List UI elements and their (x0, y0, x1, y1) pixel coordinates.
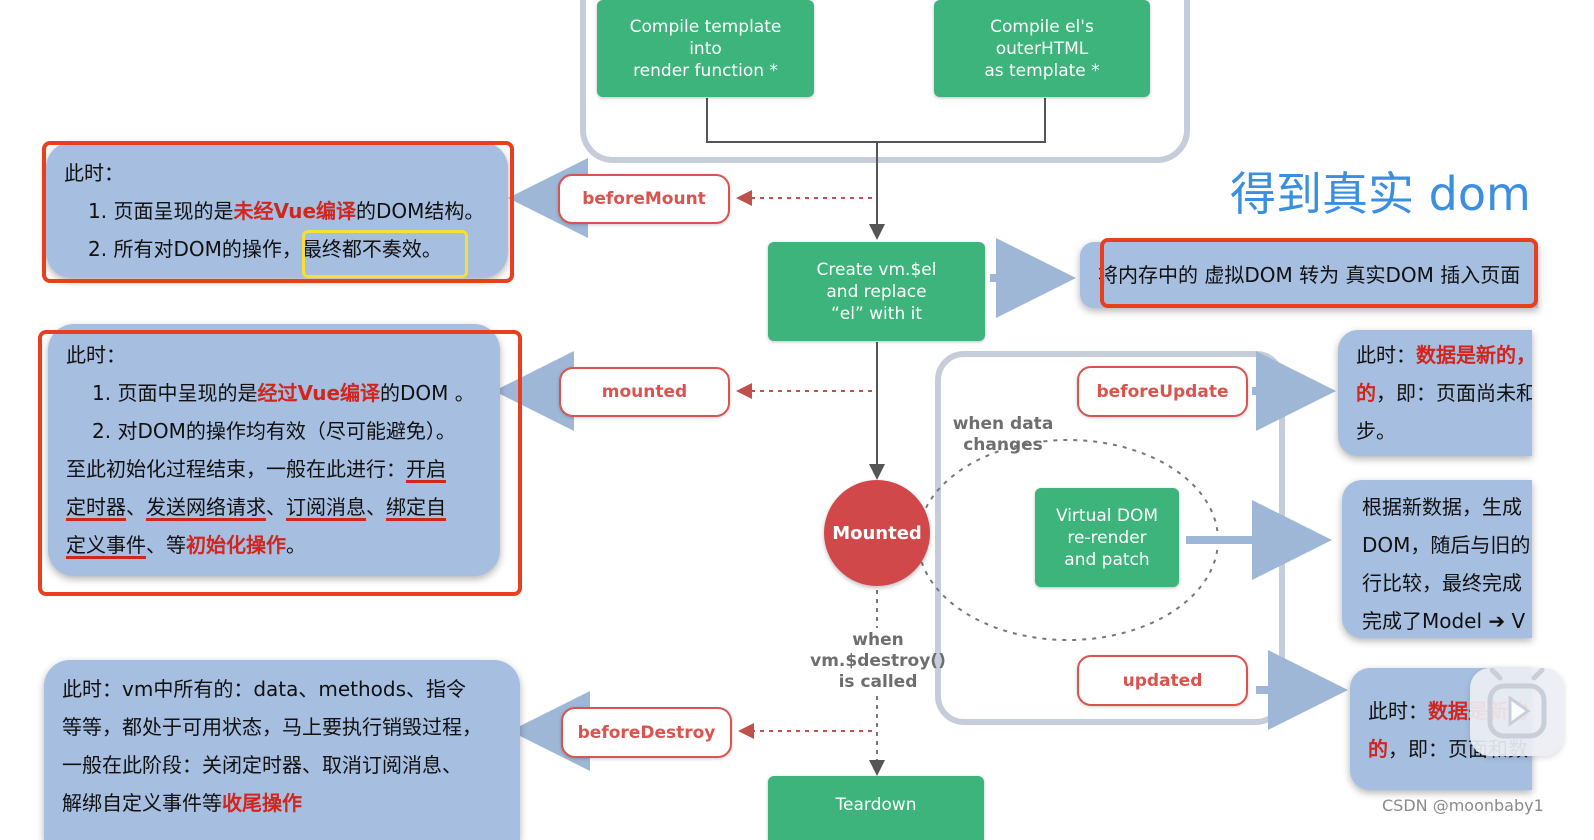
frame-insert-dom (1100, 238, 1538, 308)
note-insert-dom: 将内存中的 虚拟DOM 转为 真实DOM 插入页面 (1080, 242, 1538, 308)
note-virtual-dom-line1: 根据新数据，生成 (1362, 495, 1522, 519)
note-before-mount: 此时： 1. 页面呈现的是未经Vue编译的DOM结构。 2. 所有对DOM的操作… (46, 142, 508, 278)
highlight-no-effect: 最终都不奏效。 (301, 237, 442, 261)
note-mounted-line5: 定义事件、等初始化操作。 (66, 533, 306, 557)
note-virtual-dom: 根据新数据，生成 DOM，随后与旧的 行比较，最终完成 完成了Model ➔ V (1342, 480, 1532, 638)
note-before-destroy-line3: 一般在此阶段：关闭定时器、取消订阅消息、 (62, 753, 462, 777)
note-before-mount-head: 此时： (64, 161, 124, 185)
note-before-update-line3: 步。 (1356, 419, 1396, 443)
real-dom-title: 得到真实 dom (1230, 167, 1531, 221)
when-data-changes-label: when data changes (952, 414, 1054, 455)
hook-mounted: mounted (559, 367, 730, 417)
note-before-destroy-line4: 解绑自定义事件等收尾操作 (62, 791, 302, 815)
frame-before-mount (42, 141, 514, 283)
note-before-update-line1: 此时：数据是新的， (1356, 343, 1532, 367)
virtual-dom-box: Virtual DOM re-render and patch (1035, 488, 1179, 587)
mounted-circle: Mounted (824, 480, 930, 586)
hook-updated: updated (1077, 655, 1248, 706)
frame-no-effect (302, 230, 468, 278)
note-mounted-line3: 至此初始化过程结束，一般在此进行：开启 (66, 457, 446, 481)
note-virtual-dom-line2: DOM，随后与旧的 (1362, 533, 1531, 557)
create-el-box: Create vm.$el and replace “el” with it (768, 242, 985, 341)
note-before-update-line2: 的，即：页面尚未和 (1356, 381, 1532, 405)
note-virtual-dom-line3: 行比较，最终完成 (1362, 571, 1522, 595)
note-before-mount-line2: 2. 所有对DOM的操作，最终都不奏效。 (88, 237, 442, 261)
when-destroy-label: when vm.$destroy() is called (810, 630, 946, 692)
note-mounted-head: 此时： (66, 343, 126, 367)
note-insert-dom-text: 将内存中的 虚拟DOM 转为 真实DOM 插入页面 (1098, 263, 1521, 287)
note-before-update: 此时：数据是新的， 的，即：页面尚未和 步。 (1338, 330, 1532, 456)
note-before-mount-line1: 1. 页面呈现的是未经Vue编译的DOM结构。 (88, 199, 485, 223)
compile-template-box: Compile template into render function * (597, 0, 814, 97)
note-before-destroy: 此时：vm中所有的：data、methods、指令 等等，都处于可用状态，马上要… (44, 660, 520, 840)
play-icon (1487, 667, 1547, 739)
note-mounted-line1: 1. 页面中呈现的是经过Vue编译的DOM 。 (92, 381, 475, 405)
hook-before-update: beforeUpdate (1077, 366, 1248, 417)
teardown-box: Teardown (768, 776, 984, 840)
frame-mounted (38, 330, 522, 596)
watermark: CSDN @moonbaby1 (1382, 796, 1544, 815)
video-play-button[interactable] (1470, 667, 1564, 756)
note-mounted-line2: 2. 对DOM的操作均有效（尽可能避免）。 (92, 419, 456, 443)
hook-before-destroy: beforeDestroy (561, 707, 732, 758)
hook-before-mount: beforeMount (558, 174, 730, 224)
note-mounted: 此时： 1. 页面中呈现的是经过Vue编译的DOM 。 2. 对DOM的操作均有… (48, 324, 500, 576)
compile-el-box: Compile el's outerHTML as template * (934, 0, 1150, 97)
note-before-destroy-line2: 等等，都处于可用状态，马上要执行销毁过程， (62, 715, 482, 739)
note-mounted-line4: 定时器、发送网络请求、订阅消息、绑定自 (66, 495, 446, 519)
mounted-circle-label: Mounted (832, 522, 922, 544)
note-virtual-dom-line4: 完成了Model ➔ V (1362, 609, 1526, 633)
note-before-destroy-line1: 此时：vm中所有的：data、methods、指令 (62, 677, 467, 701)
